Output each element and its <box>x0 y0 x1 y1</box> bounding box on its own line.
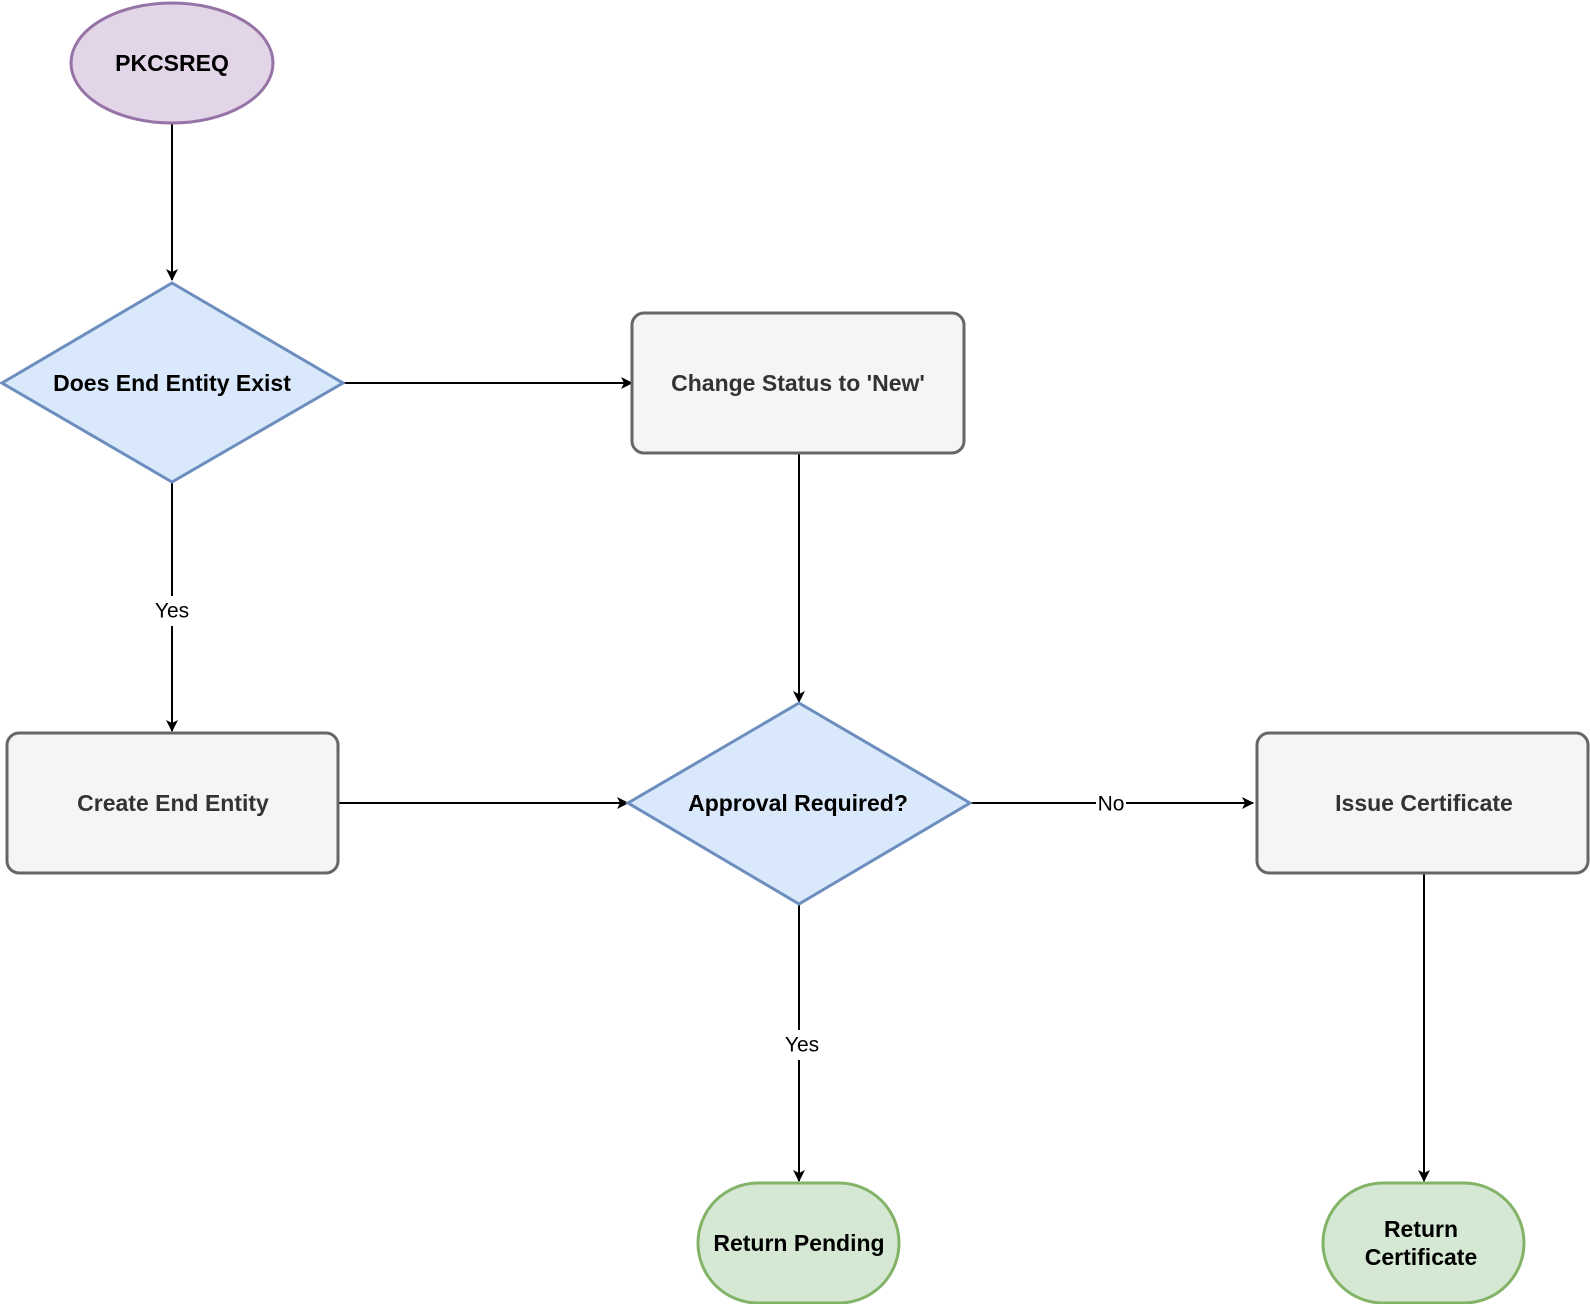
node-label-return-certificate-line1: Return <box>1384 1216 1458 1242</box>
node-pkcsreq[interactable]: PKCSREQ <box>69 1 275 125</box>
edge-label-no-issue: No <box>1098 793 1125 816</box>
node-label-issue-certificate: Issue Certificate <box>1335 790 1513 816</box>
node-issue-certificate[interactable]: Issue Certificate <box>1255 731 1590 875</box>
node-label-change-status: Change Status to 'New' <box>671 370 925 396</box>
node-does-end-entity-exist[interactable]: Does End Entity Exist <box>0 281 346 484</box>
process-box-shape <box>1255 731 1590 875</box>
node-approval-required[interactable]: Approval Required? <box>625 701 973 906</box>
start-ellipse-shape <box>69 1 275 125</box>
decision-diamond-shape <box>625 701 973 906</box>
node-create-end-entity[interactable]: Create End Entity <box>5 731 340 875</box>
terminator-shape <box>1321 1181 1526 1304</box>
node-label-does-end-entity-exist: Does End Entity Exist <box>53 370 291 396</box>
process-box-shape <box>5 731 340 875</box>
edges <box>166 124 1430 1182</box>
edge-labels: Yes No Yes <box>150 596 1126 1060</box>
node-label-create-end-entity: Create End Entity <box>77 790 269 816</box>
node-change-status[interactable]: Change Status to 'New' <box>630 311 966 455</box>
decision-diamond-shape <box>0 281 346 484</box>
edge-label-yes-create: Yes <box>155 600 189 623</box>
node-return-certificate[interactable]: Return Certificate <box>1321 1181 1526 1304</box>
process-box-shape <box>630 311 966 455</box>
node-label-pkcsreq: PKCSREQ <box>115 50 229 76</box>
node-label-return-pending: Return Pending <box>713 1230 884 1256</box>
node-return-pending[interactable]: Return Pending <box>696 1181 901 1304</box>
node-label-return-certificate-line2: Certificate <box>1365 1244 1477 1270</box>
terminator-shape <box>696 1181 901 1304</box>
node-label-approval-required: Approval Required? <box>688 790 908 816</box>
edge-label-yes-pending: Yes <box>785 1034 819 1057</box>
